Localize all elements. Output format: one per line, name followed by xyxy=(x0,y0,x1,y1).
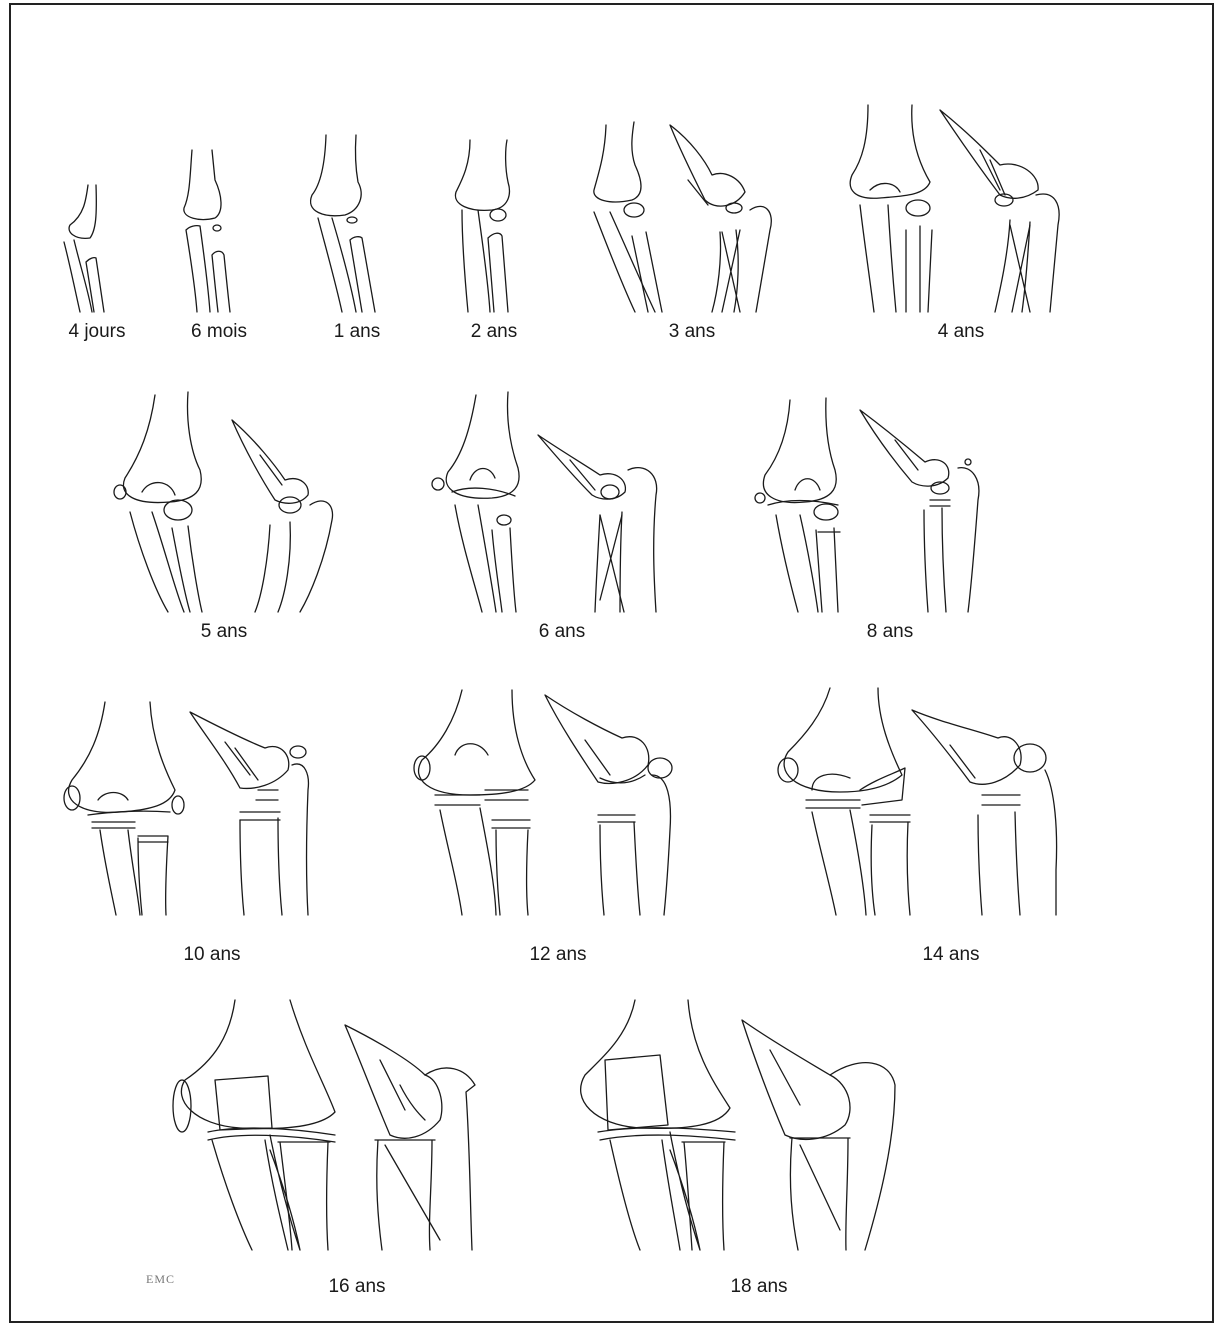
emc-logo: EMC xyxy=(146,1272,175,1287)
elbow-drawing-8-ans xyxy=(755,398,979,612)
stage-label-4-jours: 4 jours xyxy=(68,322,125,341)
elbow-drawing-4-ans xyxy=(850,105,1059,312)
stage-label-14-ans: 14 ans xyxy=(922,945,979,964)
stage-label-4-ans: 4 ans xyxy=(938,322,984,341)
elbow-drawing-6-ans xyxy=(432,392,657,612)
stage-label-8-ans: 8 ans xyxy=(867,622,913,641)
elbow-drawing-1-ans xyxy=(311,135,375,312)
elbow-drawing-18-ans xyxy=(581,1000,895,1250)
elbow-drawing-12-ans xyxy=(414,690,672,915)
stage-label-2-ans: 2 ans xyxy=(471,322,517,341)
elbow-drawing-4-jours xyxy=(64,185,104,312)
elbow-drawing-2-ans xyxy=(455,140,509,312)
stage-label-3-ans: 3 ans xyxy=(669,322,715,341)
stage-label-12-ans: 12 ans xyxy=(529,945,586,964)
stage-label-16-ans: 16 ans xyxy=(328,1277,385,1296)
stage-label-6-ans: 6 ans xyxy=(539,622,585,641)
elbow-drawing-10-ans xyxy=(64,702,308,915)
elbow-drawing-14-ans xyxy=(778,688,1057,915)
stage-label-5-ans: 5 ans xyxy=(201,622,247,641)
elbow-drawing-6-mois xyxy=(184,150,230,312)
elbow-drawing-16-ans xyxy=(173,1000,475,1250)
stage-label-10-ans: 10 ans xyxy=(183,945,240,964)
stage-label-6-mois: 6 mois xyxy=(191,322,247,341)
stage-label-1-ans: 1 ans xyxy=(334,322,380,341)
elbow-drawing-3-ans xyxy=(594,122,771,312)
elbow-drawing-5-ans xyxy=(114,392,333,612)
stage-label-18-ans: 18 ans xyxy=(730,1277,787,1296)
